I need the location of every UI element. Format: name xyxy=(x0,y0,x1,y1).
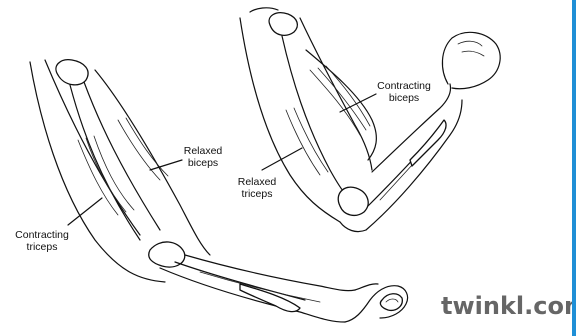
relaxed-biceps-line2: biceps xyxy=(188,157,218,169)
relaxed-triceps-line2: triceps xyxy=(242,188,273,200)
twinkl-watermark: twinkl.com xyxy=(441,292,576,320)
contracting-triceps-line1: Contracting xyxy=(15,229,69,241)
relaxed-triceps-line1: Relaxed xyxy=(238,176,277,188)
label-relaxed-triceps: Relaxed triceps xyxy=(238,148,302,200)
label-relaxed-biceps: Relaxed biceps xyxy=(150,145,222,170)
blue-edge-strip xyxy=(572,0,576,336)
relaxed-biceps-line1: Relaxed xyxy=(184,145,223,157)
leader-line-relaxed-triceps xyxy=(262,148,302,170)
leader-line-contracting-biceps xyxy=(340,94,376,112)
contracting-triceps-line2: triceps xyxy=(27,241,58,253)
label-contracting-triceps: Contracting triceps xyxy=(15,198,102,253)
contracting-biceps-line1: Contracting xyxy=(377,80,431,92)
label-contracting-biceps: Contracting biceps xyxy=(340,80,431,112)
bent-arm-drawing xyxy=(240,8,500,232)
contracting-biceps-line2: biceps xyxy=(389,92,419,104)
